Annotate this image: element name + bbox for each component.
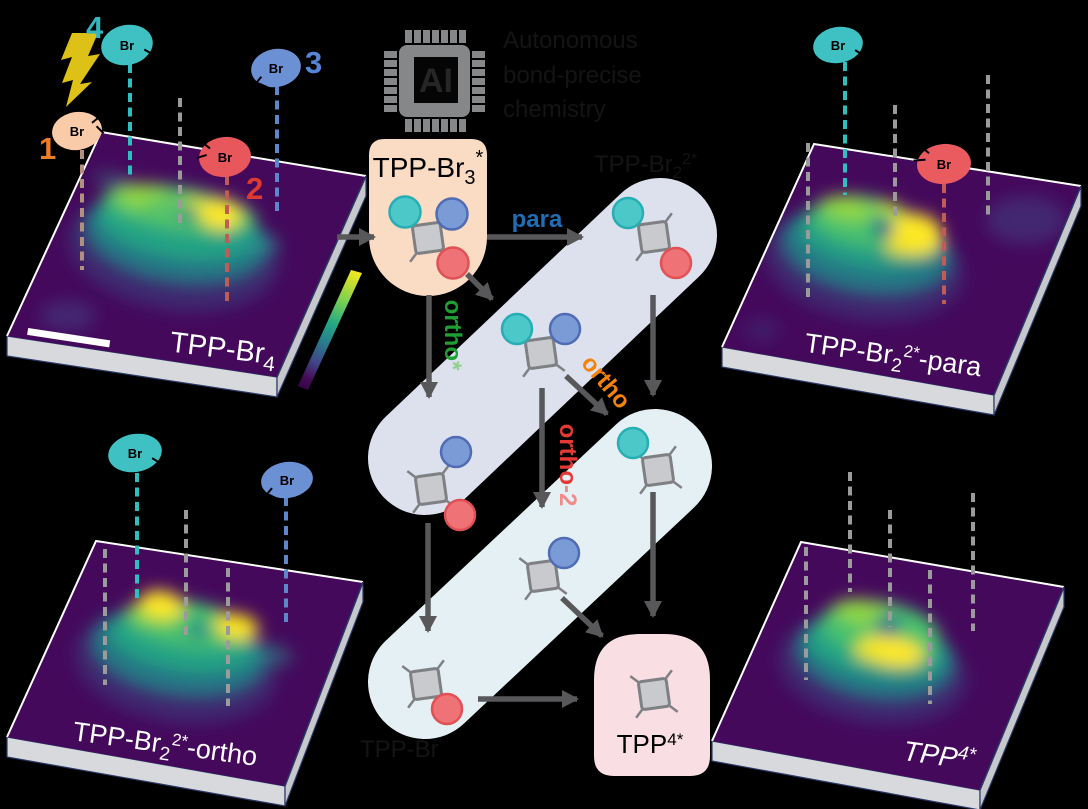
svg-text:Br: Br: [120, 38, 134, 53]
svg-text:Br: Br: [937, 157, 951, 172]
svg-text:Br: Br: [128, 446, 142, 461]
svg-text:para: para: [512, 206, 563, 233]
svg-text:Br: Br: [70, 124, 84, 139]
svg-text:Br: Br: [831, 38, 845, 53]
svg-text:TPP-Br: TPP-Br: [360, 736, 439, 763]
svg-text:Autonomous: Autonomous: [503, 27, 638, 54]
svg-text:AI: AI: [419, 62, 453, 100]
svg-text:2: 2: [246, 171, 263, 206]
svg-text:4: 4: [86, 10, 104, 45]
svg-text:ortho-2: ortho-2: [554, 424, 581, 507]
svg-text:Br: Br: [269, 61, 283, 76]
svg-text:Br: Br: [280, 473, 294, 488]
svg-text:1: 1: [39, 131, 56, 166]
svg-text:chemistry: chemistry: [503, 96, 606, 123]
svg-text:Br: Br: [218, 150, 232, 165]
svg-text:bond-precise: bond-precise: [503, 62, 642, 89]
svg-text:ortho*: ortho*: [439, 300, 466, 371]
svg-text:3: 3: [305, 45, 322, 80]
svg-text:TPP-Br22*: TPP-Br22*: [594, 151, 697, 182]
